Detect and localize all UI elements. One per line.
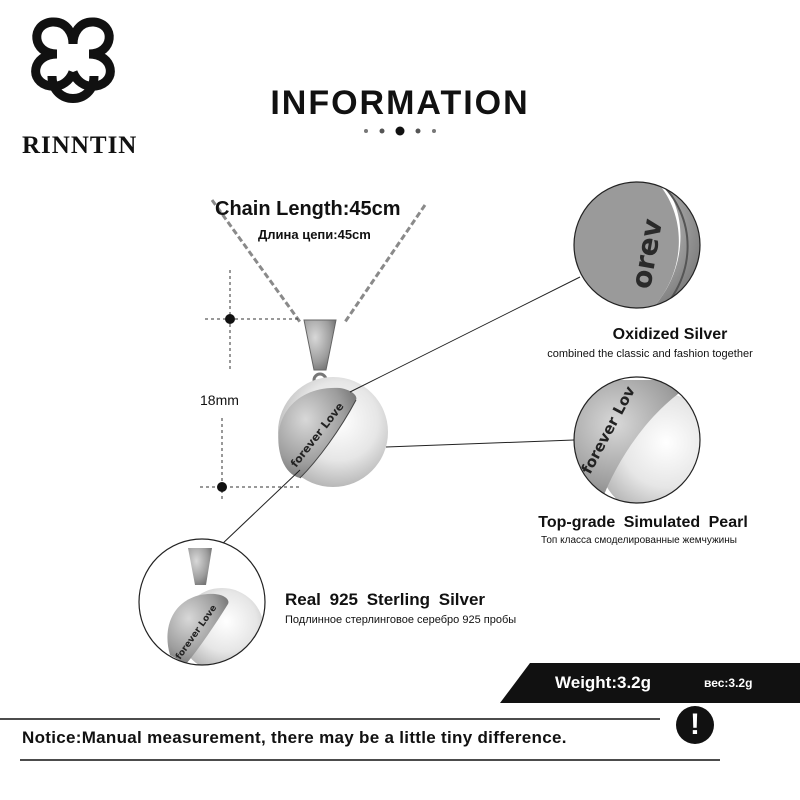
- feature-desc-sterling: Подлинное стерлинговое серебро 925 пробы: [285, 614, 517, 626]
- chain-length-label: Chain Length:45cm: [215, 198, 401, 220]
- feature-title-oxidized: Oxidized Silver: [612, 326, 728, 343]
- notice-text: Notice:Manual measurement, there may be …: [22, 728, 567, 747]
- feature-title-pearl: Top-grade Simulated Pearl: [538, 514, 748, 531]
- feature-desc-pearl: Топ класса смоделированные жемчужины: [541, 535, 737, 546]
- detail-circle-sterling: forever Love: [138, 538, 266, 666]
- pendant-bail: [303, 319, 337, 371]
- brand-logo-icon: [31, 17, 115, 103]
- brand-name: RINNTIN: [22, 132, 138, 159]
- chain-length-label-ru: Длина цепи:45cm: [258, 227, 371, 242]
- feature-title-sterling: Real 925 Sterling Silver: [285, 590, 486, 609]
- weight-label: Weight:3.2g: [555, 673, 652, 692]
- page-title: INFORMATION: [270, 84, 530, 122]
- weight-label-ru: вес:3.2g: [704, 676, 753, 690]
- title-divider-dots: [364, 126, 436, 136]
- detail-circle-pearl: forever Lov: [573, 376, 701, 504]
- detail-circle-oxidized: orev: [573, 181, 701, 309]
- pendant-size-label: 18mm: [200, 392, 239, 408]
- chain: [210, 199, 427, 323]
- weight-banner: [500, 663, 800, 703]
- feature-desc-oxidized: combined the classic and fashion togethe…: [547, 348, 753, 360]
- exclamation-icon: !: [676, 706, 714, 744]
- silver-cap: [278, 387, 357, 478]
